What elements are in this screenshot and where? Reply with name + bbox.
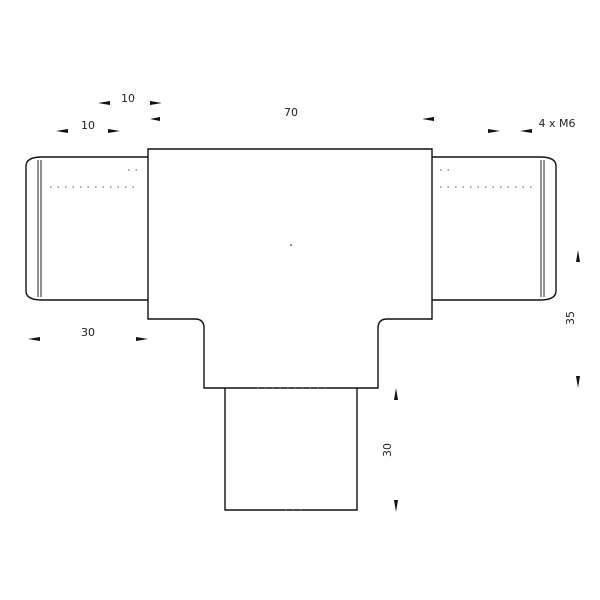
dim-side-sleeve-length: 30: [81, 326, 95, 339]
bottom-sleeve: [224, 387, 358, 511]
dim-bottom-sleeve-length: 30: [381, 443, 394, 457]
dim-screw-spec: 4 x M6: [539, 117, 576, 130]
t-body: [147, 148, 433, 389]
left-sleeve: [25, 156, 148, 301]
dim-collar-top: 10: [121, 92, 135, 105]
dim-collar-left: 10: [81, 119, 95, 132]
center-mark: [290, 244, 292, 246]
right-sleeve: [432, 156, 557, 301]
dim-overall-width: 70: [284, 106, 298, 119]
dim-body-height: 35: [564, 311, 577, 325]
dimension-arrows: [28, 101, 580, 512]
